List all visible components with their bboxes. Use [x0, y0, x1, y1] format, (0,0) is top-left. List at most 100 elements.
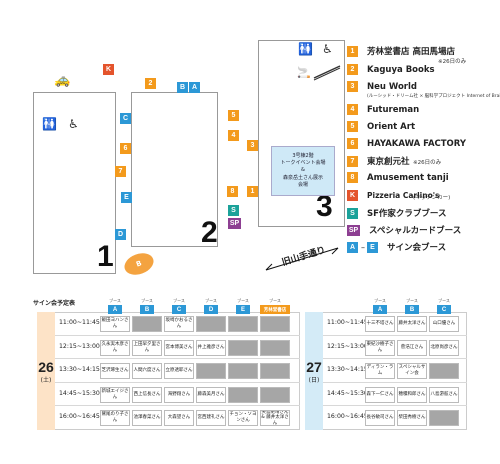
booth-3: 3 [247, 140, 258, 151]
wheelchair-icon: ♿ [322, 42, 333, 56]
legend-dash: – [361, 242, 365, 252]
legend-item-7: 7 東京創元社 [347, 155, 410, 167]
day-label: 27(日) [305, 312, 323, 430]
booth-word: ブース [237, 298, 249, 303]
schedule-cell: 藤井太洋さん [397, 316, 427, 332]
day-number: 26 [38, 358, 54, 375]
legend-label: Pizzeria Carlino's [367, 191, 440, 200]
time-slot: 13:30~14:15 [327, 366, 368, 373]
row-divider [323, 381, 467, 383]
time-slot: 16:00~16:45 [59, 413, 100, 420]
legend-key-7: 7 [347, 155, 358, 167]
venue-line-3: & [301, 167, 305, 174]
legend-key-8: 8 [347, 172, 358, 183]
day-label: 26(土) [37, 312, 55, 430]
booth-E: E [121, 192, 132, 203]
legend-item-1: 1 芳林堂書店 高田馬場店 [347, 45, 455, 57]
street-arrow [265, 247, 339, 271]
schedule-cell: 十三不塔さん [365, 316, 395, 332]
legend-note: (キッチンカー) [413, 195, 451, 201]
legend-label: 東京創元社 [367, 157, 410, 167]
booth-word: ブース [141, 298, 153, 303]
venue-line-5: 会場 [297, 181, 308, 188]
legend-label: Kaguya Books [367, 64, 435, 75]
building-2-number: 2 [201, 216, 218, 249]
time-slot: 12:15~13:00 [59, 342, 100, 350]
schedule-cell [260, 363, 290, 379]
legend-key-K: K [347, 190, 358, 201]
booth-letter: E [236, 305, 250, 314]
row-divider [55, 405, 300, 406]
day-weekday: (日) [308, 376, 320, 384]
legend-label: 芳林堂書店 高田馬場店 [367, 47, 455, 57]
legend-label: Neu World [367, 81, 417, 92]
building-3-number: 3 [316, 190, 333, 223]
schedule-cell: 森下一仁さん [365, 386, 395, 403]
row-divider [55, 334, 300, 336]
venue-line-2: トークイベント会場 [280, 160, 326, 167]
schedule-cell: 人間六度さん [132, 363, 162, 379]
building-1 [33, 92, 116, 274]
booth-word: ブース [109, 298, 121, 303]
day-weekday: (土) [40, 376, 52, 384]
booth-1: 1 [247, 186, 258, 197]
row-divider [55, 381, 300, 383]
schedule-title: サイン会予定表 [33, 300, 76, 307]
legend-key-S: S [347, 207, 358, 219]
booth-5: 5 [228, 110, 239, 121]
booth-SP: SP [228, 218, 241, 229]
booth-column-header: ブース芳林堂書店 [260, 298, 290, 314]
schedule-cell: 山口優さん [429, 316, 459, 332]
time-slot: 14:45~15:30 [59, 389, 100, 397]
schedule-cell: 飯田ヨハンさん [100, 316, 130, 332]
schedule-cell [260, 316, 290, 332]
schedule-cell: 北原尚彦さん [429, 339, 459, 356]
building-2 [131, 92, 218, 247]
booth-A: A [189, 82, 200, 93]
schedule-cell: 矢島紀晴さん & 藤井太洋さん [260, 410, 290, 426]
schedule-cell [228, 386, 258, 403]
schedule-cell: 鷲尾のり子さん [100, 410, 130, 426]
booth-B-area: B [121, 249, 157, 279]
booth-K: K [103, 64, 114, 75]
schedule-cell: 新城エイジさん [100, 386, 130, 403]
schedule-cell: 井上雅彦さん [196, 339, 226, 356]
legend-label: スペシャルカードブース [369, 226, 462, 236]
schedule-cell [228, 339, 258, 356]
legend-label: Futureman [367, 104, 420, 115]
schedule-cell: 西上信長さん [132, 386, 162, 403]
legend-label: サイン会ブース [387, 243, 447, 253]
venue-line-4: 森泉岳土さん展示 [282, 174, 323, 181]
legend-key-1: 1 [347, 45, 358, 57]
restroom-icon: 🚻 [42, 117, 57, 131]
building-1-number: 1 [97, 240, 114, 273]
schedule-cell [429, 410, 459, 426]
schedule-cell: チョン・ソヨンさん [228, 410, 258, 426]
booth-letter: C [172, 305, 186, 314]
booth-4: 4 [228, 130, 239, 141]
booth-word: ブース [406, 298, 418, 303]
schedule-cell: 海野翔さん [164, 386, 194, 403]
schedule-cell [429, 363, 459, 379]
legend-label: Orient Art [367, 121, 416, 132]
booth-column-header: ブース B [132, 298, 162, 314]
booth-D: D [115, 229, 126, 240]
schedule-cell: 久永実木彦さん [100, 339, 130, 356]
booth-S: S [228, 205, 239, 216]
taxi-icon: 🚕 [54, 73, 71, 88]
schedule-cell: 東紀沙樹子さん [365, 339, 395, 356]
schedule-cell: 菅浩江さん [397, 339, 427, 356]
booth-word: ブース [205, 298, 217, 303]
booth-letter: B [140, 305, 154, 314]
legend-sublabel: (ルーシッド・ドリーム社 × 脳科学プロジェクト Internet of Bra… [367, 94, 500, 99]
